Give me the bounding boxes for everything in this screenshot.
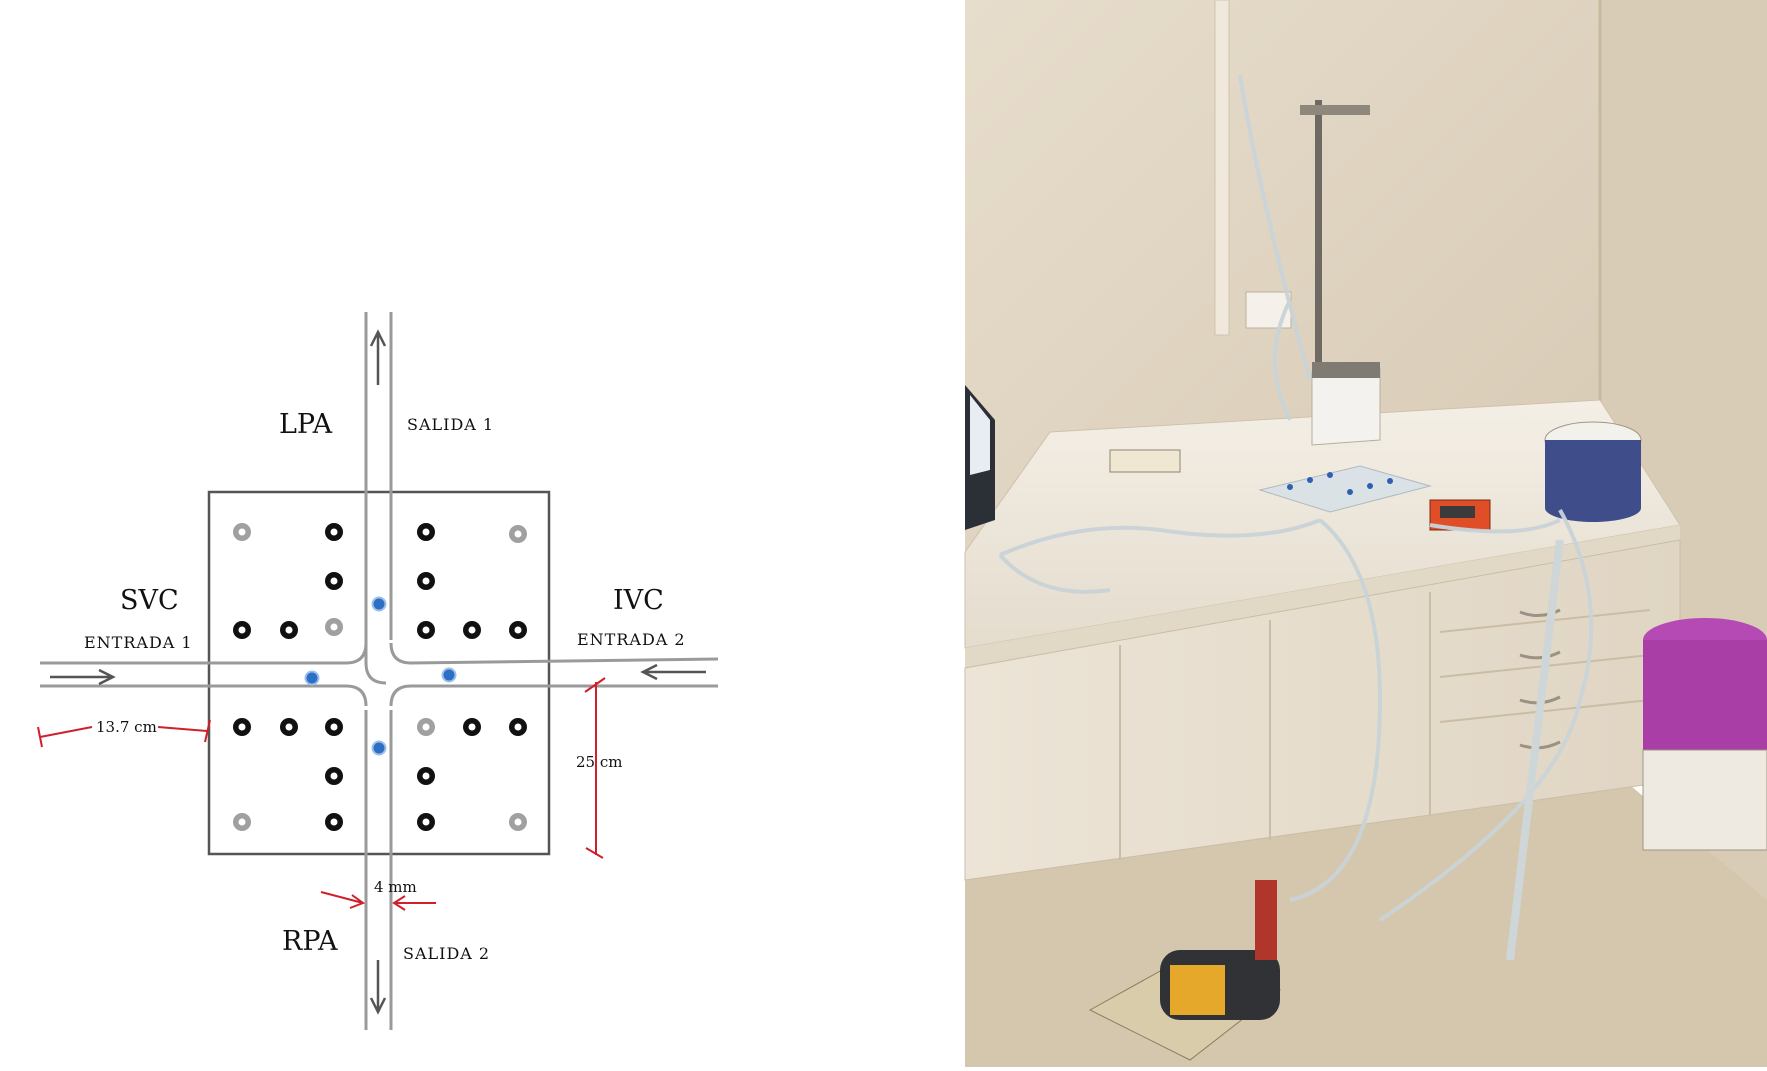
plate-outline (207, 490, 551, 856)
label-salida-2: SALIDA 2 (403, 944, 490, 963)
dimension-channel-label: 4 mm (374, 878, 417, 896)
label-entrada-1: ENTRADA 1 (84, 633, 193, 652)
sensor-port-hole (238, 528, 246, 536)
reservoir-box (1311, 367, 1381, 446)
sensor-port-hole (330, 623, 338, 631)
pressure-sensor-blue (441, 667, 457, 683)
arrow-down-icon (369, 960, 387, 1015)
label-lpa: LPA (279, 409, 333, 440)
pressure-sensor-blue (304, 670, 320, 686)
pump-valve (1255, 880, 1277, 960)
sensor-port-hole (468, 626, 476, 634)
sensor-port-hole (238, 723, 246, 731)
dimension-height-label: 25 cm (576, 753, 622, 771)
sensor-port-hole (422, 818, 430, 826)
dimension-height (584, 677, 606, 859)
label-svc: SVC (120, 585, 179, 616)
dimension-width (37, 719, 211, 748)
vertical-channel (364, 312, 393, 1030)
pressure-sensor-blue (371, 740, 387, 756)
sensor-port-hole (330, 772, 338, 780)
label-entrada-2: ENTRADA 2 (577, 630, 686, 649)
sensor-ports (233, 523, 527, 831)
schematic-diagram: LPA SALIDA 1 SVC ENTRADA 1 IVC ENTRADA 2… (37, 312, 719, 1030)
sensor-port-hole (285, 723, 293, 731)
lab-setup-illustration (964, 0, 1767, 1067)
sensor-port-hole (422, 626, 430, 634)
pressure-sensor-blue (371, 596, 387, 612)
label-ivc: IVC (613, 585, 664, 616)
label-salida-1: SALIDA 1 (407, 415, 494, 434)
sensor-port-hole (422, 528, 430, 536)
label-rpa: RPA (282, 926, 338, 957)
stand-rod (1315, 100, 1322, 400)
sensor-port-hole (514, 818, 522, 826)
sensor-port-hole (514, 530, 522, 538)
horizontal-channel (40, 642, 719, 707)
breadboard (1109, 449, 1181, 473)
arrow-right-icon (50, 668, 116, 686)
sensor-port-hole (238, 626, 246, 634)
sensor-port-hole (330, 577, 338, 585)
lab-setup-photo (960, 0, 1767, 1067)
dimension-width-label: 13.7 cm (96, 718, 157, 736)
sensor-port-hole (514, 723, 522, 731)
sensor-port-hole (422, 772, 430, 780)
sensor-port-hole (330, 818, 338, 826)
sensor-port-hole (422, 723, 430, 731)
sensor-port-hole (330, 723, 338, 731)
sensor-port-hole (514, 626, 522, 634)
sensor-port-hole (238, 818, 246, 826)
sensor-port-hole (468, 723, 476, 731)
acrylic-plate (1258, 465, 1432, 513)
tubing (998, 74, 1594, 922)
arrow-left-icon (640, 663, 706, 681)
dimension-channel (320, 891, 436, 911)
flow-arrows (50, 329, 706, 1015)
sensor-port-hole (330, 528, 338, 536)
arrow-up-icon (369, 329, 387, 385)
sensor-port-hole (285, 626, 293, 634)
sensor-port-hole (422, 577, 430, 585)
schematic-svg: LPA SALIDA 1 SVC ENTRADA 1 IVC ENTRADA 2… (37, 312, 719, 1030)
